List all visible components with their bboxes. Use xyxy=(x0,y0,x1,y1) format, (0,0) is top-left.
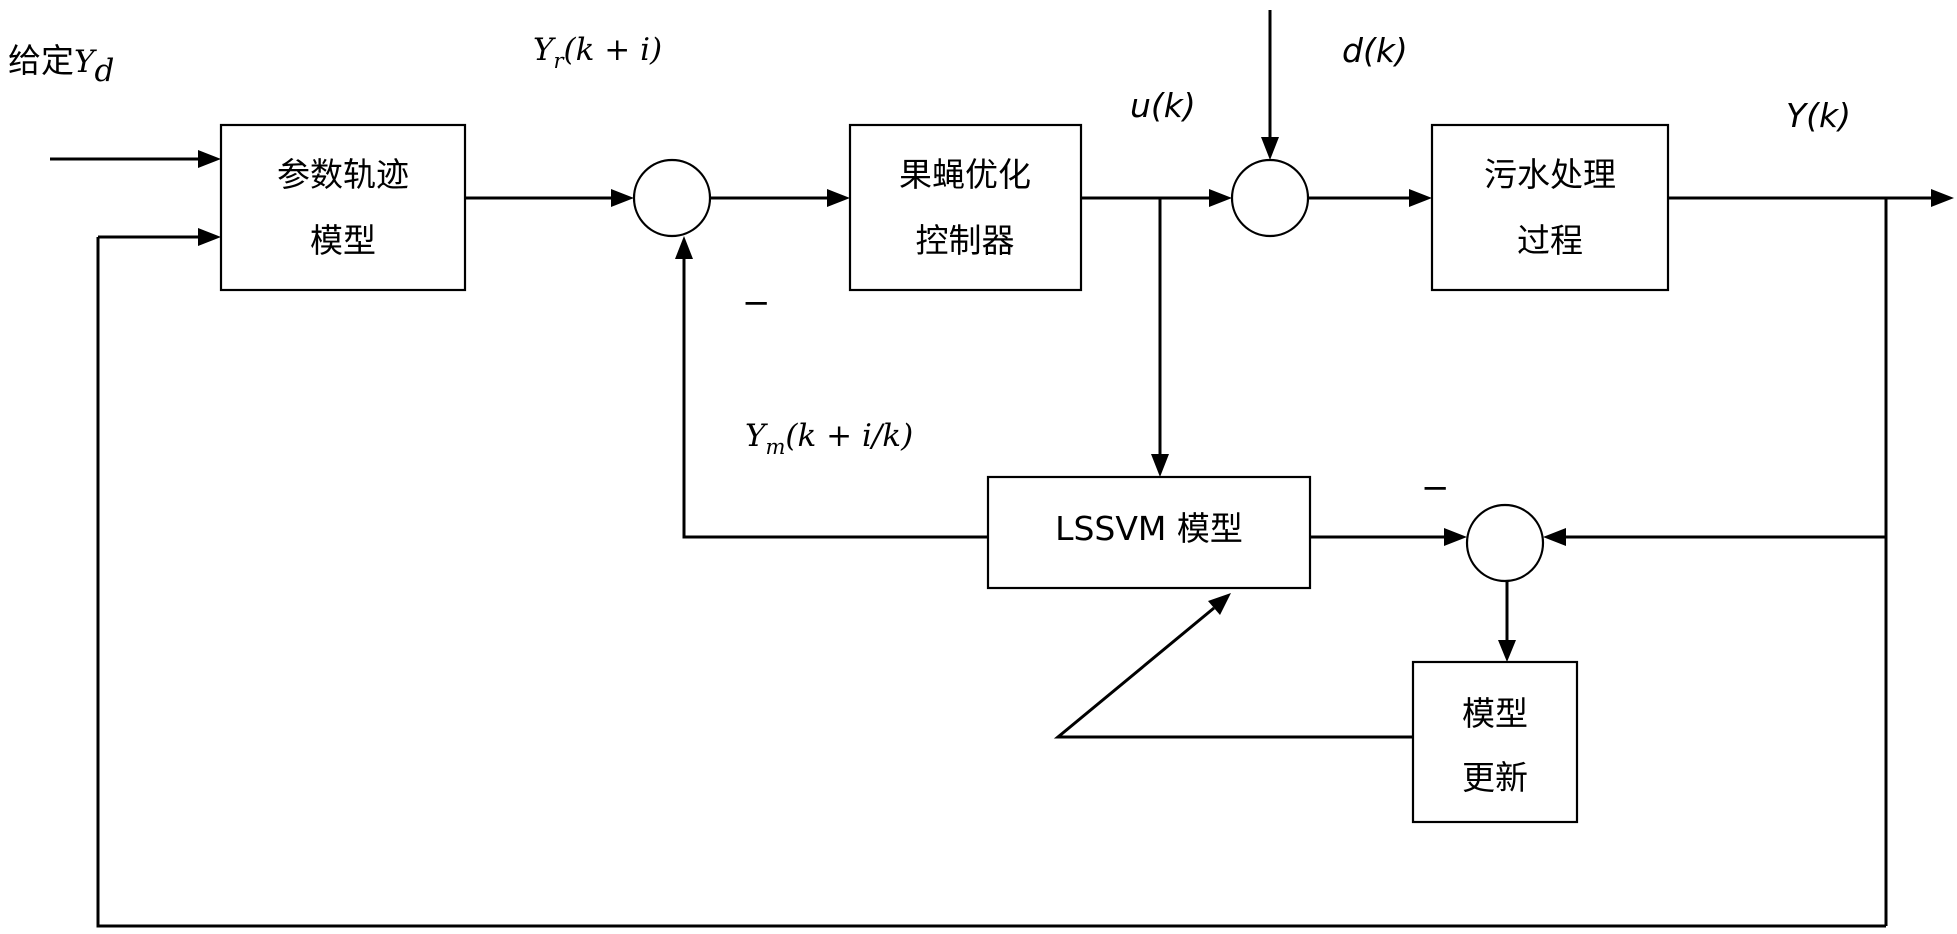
error-summing-junction xyxy=(1465,503,1545,583)
control-signal-arrowhead xyxy=(1209,189,1232,207)
model-update-label-line1: 模型 xyxy=(1462,694,1528,733)
wastewater-process-block: 污水处理 过程 xyxy=(1430,123,1670,292)
lssvm-model-label: LSSVM 模型 xyxy=(1055,509,1243,548)
model-to-error-arrowhead xyxy=(1444,528,1467,546)
output-feedback-loop-line xyxy=(96,237,1886,928)
control-signal-label: u(k) xyxy=(1130,86,1196,125)
setpoint-arrowhead xyxy=(198,150,221,168)
fly-optimization-label-line2: 控制器 xyxy=(916,221,1015,260)
disturbance-arrowhead xyxy=(1261,137,1279,160)
reference-summing-junction xyxy=(632,158,712,238)
reference-signal-arrowhead xyxy=(611,189,634,207)
model-update-label-line2: 更新 xyxy=(1462,758,1528,797)
process-input-arrowhead xyxy=(1409,189,1432,207)
process-output-arrowhead xyxy=(1931,189,1954,207)
model-adjust-arrowhead xyxy=(1208,593,1231,615)
model-adjust-line xyxy=(1053,606,1413,739)
model-update-block: 模型 更新 xyxy=(1411,660,1579,824)
disturbance-summing-junction xyxy=(1230,158,1310,238)
lssvm-model-block: LSSVM 模型 xyxy=(986,475,1312,590)
output-to-error-arrowhead xyxy=(1543,528,1566,546)
param-trajectory-label-line1: 参数轨迹 xyxy=(277,155,409,194)
wastewater-process-label-line1: 污水处理 xyxy=(1484,155,1616,194)
setpoint-label: 给定Yd xyxy=(8,41,114,89)
param-trajectory-block: 参数轨迹 模型 xyxy=(219,123,467,292)
control-branch-arrowhead xyxy=(1151,454,1169,477)
reference-signal-label: Yr(k + i) xyxy=(533,32,662,73)
fly-optimization-label-line1: 果蝇优化 xyxy=(899,155,1031,194)
output-signal-label: Y(k) xyxy=(1786,96,1851,135)
model-output-feedback-line xyxy=(682,258,988,539)
wastewater-process-label-line2: 过程 xyxy=(1517,221,1583,260)
model-output-feedback-arrowhead xyxy=(675,236,693,259)
disturbance-label: d(k) xyxy=(1342,31,1408,70)
param-trajectory-label-line2: 模型 xyxy=(310,221,376,260)
error-to-controller-arrowhead xyxy=(827,189,850,207)
feedback-input-arrowhead xyxy=(198,228,221,246)
error-to-update-arrowhead xyxy=(1498,640,1516,662)
minus-sign-error-junction: − xyxy=(1421,468,1450,508)
fly-optimization-controller-block: 果蝇优化 控制器 xyxy=(848,123,1083,292)
minus-sign-reference-junction: − xyxy=(742,283,771,323)
model-output-signal-label: Ym(k + i/k) xyxy=(745,418,913,459)
